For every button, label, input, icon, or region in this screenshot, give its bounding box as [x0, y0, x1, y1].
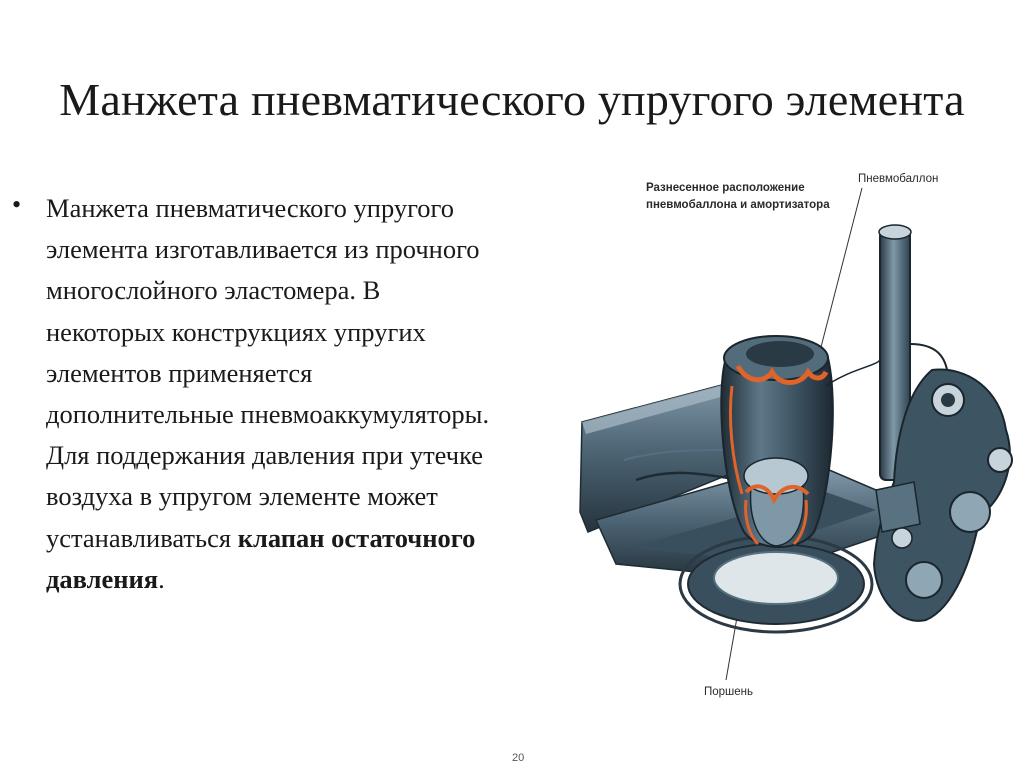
figure-caption-line1: Разнесенное расположение: [646, 182, 805, 194]
page-number: 20: [512, 752, 525, 764]
bullet-text-plain: Манжета пневматического упругого элемент…: [46, 193, 490, 553]
bullet-marker: •: [12, 190, 22, 219]
slide-title: Манжета пневматического упругого элемент…: [59, 74, 965, 125]
wheel-hub-knuckle-icon: [872, 368, 1011, 622]
air-spring-illustration-icon: [579, 187, 1013, 681]
label-air-balloon: Пневмобаллон: [858, 173, 939, 185]
figure-caption-line2: пневмобаллона и амортизатора: [646, 199, 830, 211]
air-spring-figure: Разнесенное расположение пневмобаллона и…: [576, 160, 1024, 720]
bullet-item: Манжета пневматического упругого элемент…: [46, 188, 494, 600]
bullet-text-bold: клапан остаточного давления: [46, 522, 476, 594]
air-spring-bag-icon: [720, 357, 834, 548]
rubber-cuff-icon: [735, 364, 829, 385]
bullet-text-end: .: [158, 563, 165, 594]
inner-piston-icon: [749, 477, 805, 547]
label-piston: Поршень: [704, 686, 754, 698]
figure-caption-top: Разнесенное расположение пневмобаллона и…: [646, 180, 830, 214]
